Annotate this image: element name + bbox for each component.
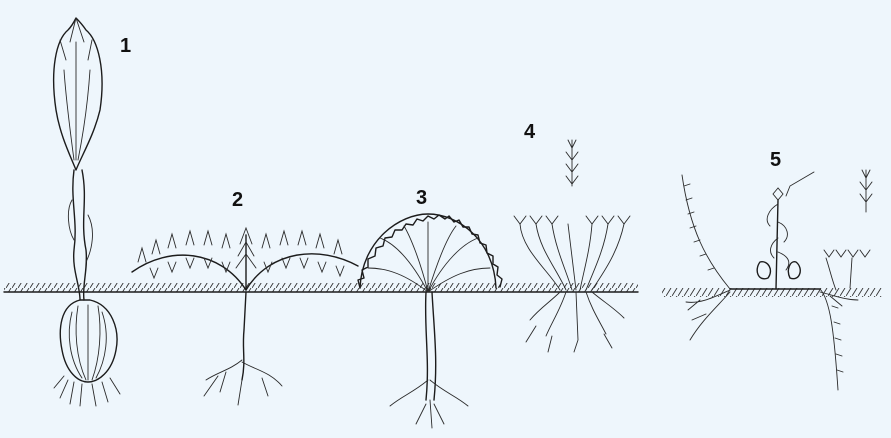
plant-3-cushion-plant <box>358 214 502 428</box>
label-4: 4 <box>524 121 536 143</box>
plant-5-rhizome-plant <box>682 170 872 390</box>
label-5: 5 <box>770 149 781 171</box>
soil-surface <box>4 283 882 297</box>
plant-2-creeping-plant <box>132 228 358 405</box>
plant-1-bulb-plant <box>54 18 120 406</box>
label-3: 3 <box>416 187 427 209</box>
label-1: 1 <box>120 35 131 57</box>
label-2: 2 <box>232 189 243 211</box>
plant-4-tussock-plant <box>514 140 630 352</box>
